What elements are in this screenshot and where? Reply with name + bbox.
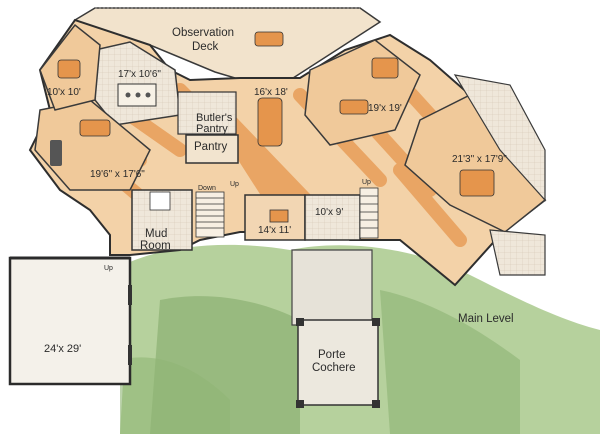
great-room-dimension: 19'x 19' (368, 103, 402, 114)
stairs-up-label-2: Up (362, 179, 371, 186)
pantry-label: Pantry (194, 141, 227, 153)
kitchen-dimension: 17'x 10'6" (118, 69, 161, 80)
mud-room-label-2: Room (140, 240, 171, 252)
kitchen (94, 41, 181, 126)
study-dimension: 14'x 11' (258, 225, 291, 236)
porte-cochere-label-2: Cochere (312, 362, 355, 374)
study (244, 194, 306, 241)
stairs (195, 187, 379, 239)
stairs-up-label: Up (230, 181, 239, 188)
dining (257, 97, 283, 147)
mud-room (131, 189, 193, 251)
porte-cochere-label-1: Porte (318, 349, 346, 361)
mud-room-label-1: Mud (145, 228, 167, 240)
driveway (291, 249, 380, 408)
master-suite (404, 74, 547, 276)
foyer-dimension: 10'x 9' (315, 207, 343, 218)
garage (8, 256, 132, 386)
butlers-pantry-label-2: Pantry (196, 123, 228, 135)
family-room-dimension: 19'6" x 17'6" (90, 169, 145, 180)
pantry-block (177, 91, 239, 164)
garage-stairs-up-label: Up (104, 265, 113, 272)
observation-deck-label-2: Deck (192, 41, 218, 53)
observation-deck-label-1: Observation (172, 27, 234, 39)
nook-dimension: 10'x 10' (47, 87, 81, 98)
garage-dimension: 24'x 29' (44, 343, 81, 355)
great-room (304, 39, 421, 146)
butlers-pantry-label-1: Butler's (196, 112, 233, 124)
dining-dimension: 16'x 18' (254, 87, 288, 98)
stairs-down-label: Down (198, 185, 216, 192)
main-level-label: Main Level (458, 313, 514, 325)
master-suite-dimension: 21'3" x 17'9" (452, 154, 507, 165)
nook (39, 23, 101, 111)
